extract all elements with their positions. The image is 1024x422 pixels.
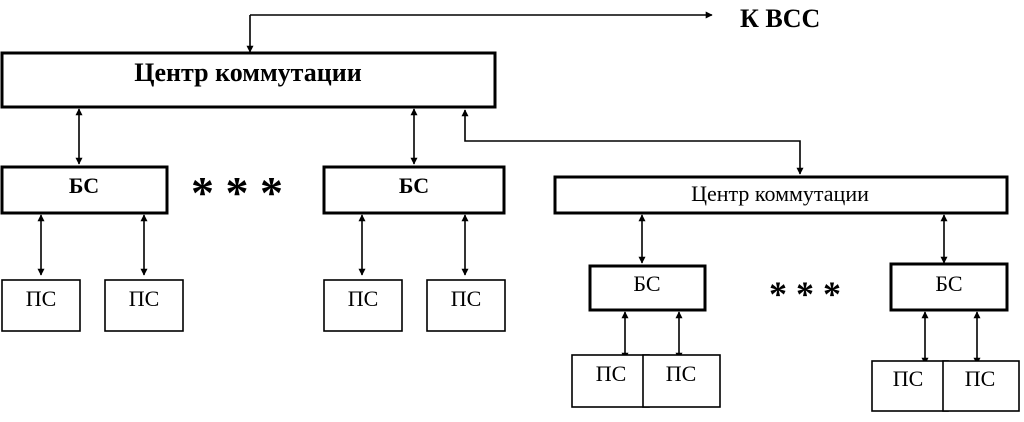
- sub-base-station-left-box: [588, 264, 707, 312]
- sub-base-station-right-label: БС: [935, 271, 962, 296]
- base-station-middle: БС: [322, 165, 506, 215]
- sub-switching-center-label: Центр коммутации: [691, 181, 869, 206]
- base-station-left-label: БС: [69, 173, 99, 198]
- subscriber-station-box: [642, 354, 721, 408]
- base-station-middle-box: [322, 165, 506, 215]
- subscriber-station-label: ПС: [596, 361, 627, 386]
- separator-sub: * * *: [769, 274, 841, 314]
- subscriber-station-box: [871, 360, 949, 412]
- subscriber-station: ПС: [323, 279, 403, 332]
- subscriber-station-box: [426, 279, 506, 332]
- subscriber-station: ПС: [571, 354, 650, 408]
- subscriber-station-box: [571, 354, 650, 408]
- subscriber-station-label: ПС: [129, 286, 160, 311]
- subscriber-station-box: [323, 279, 403, 332]
- sub-switching-center: Центр коммутации: [553, 175, 1009, 215]
- subscriber-station-box: [104, 279, 184, 332]
- sub-base-station-left: БС: [588, 264, 707, 312]
- main-switching-center-box: [0, 51, 497, 109]
- subscriber-station: ПС: [942, 360, 1020, 412]
- separator-main: * * *: [191, 167, 283, 218]
- subscriber-station: ПС: [642, 354, 721, 408]
- external-link: [246, 11, 713, 53]
- link-center-subcenter: [461, 109, 804, 175]
- sub-switching-center-box: [553, 175, 1009, 215]
- subscriber-station-label: ПС: [893, 366, 924, 391]
- sub-base-station-right: БС: [889, 262, 1009, 312]
- subscriber-station: ПС: [104, 279, 184, 332]
- sub-base-station-right-box: [889, 262, 1009, 312]
- subscriber-station-box: [1, 279, 81, 332]
- subscriber-station-box: [942, 360, 1020, 412]
- base-station-left-box: [0, 165, 169, 215]
- base-station-middle-label: БС: [399, 173, 429, 198]
- subscriber-station: ПС: [871, 360, 949, 412]
- main-switching-center: Центр коммутации: [0, 51, 497, 109]
- subscriber-station-label: ПС: [666, 361, 697, 386]
- subscriber-station-label: ПС: [348, 286, 379, 311]
- external-network-label: К ВСС: [740, 4, 820, 33]
- subscriber-station: ПС: [426, 279, 506, 332]
- subscriber-station: ПС: [1, 279, 81, 332]
- subscriber-station-label: ПС: [26, 286, 57, 311]
- sub-base-station-left-label: БС: [633, 271, 660, 296]
- main-switching-center-label: Центр коммутации: [134, 58, 361, 87]
- subscriber-station-label: ПС: [965, 366, 996, 391]
- base-station-left: БС: [0, 165, 169, 215]
- subscriber-station-label: ПС: [451, 286, 482, 311]
